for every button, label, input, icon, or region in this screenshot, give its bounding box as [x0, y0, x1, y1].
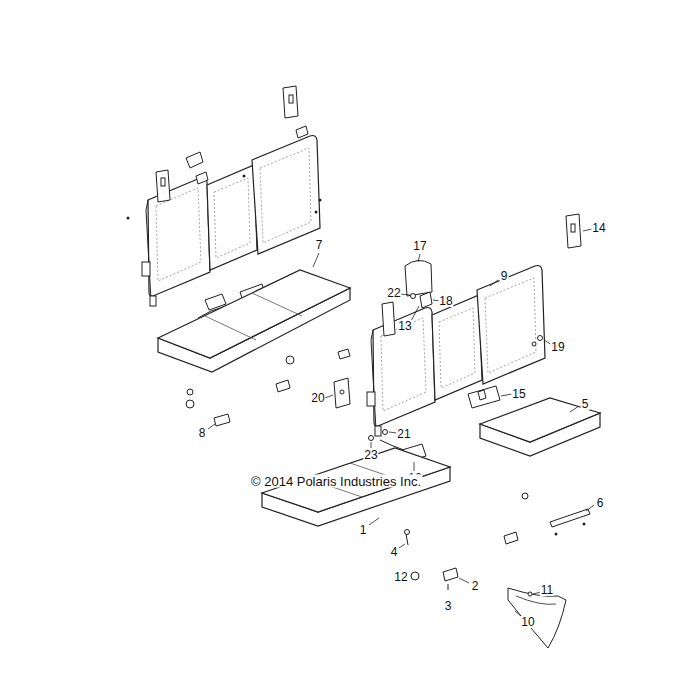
callout-number: 19	[550, 341, 565, 353]
rear-seat-assembly-part	[289, 95, 293, 103]
front-seat-assembly-part	[528, 592, 532, 596]
rear-seat-assembly-part	[338, 349, 350, 359]
callout-number: 11	[540, 584, 554, 596]
leader-line-part	[399, 544, 405, 548]
rear-seat-assembly-part	[286, 356, 294, 364]
front-seat-assembly-part	[550, 509, 590, 527]
callout-number: 20	[310, 392, 325, 404]
rear-seat-assembly-part	[186, 400, 194, 408]
callout-number: 10	[520, 616, 535, 628]
callout-number: 7	[315, 239, 324, 251]
callout-number: 13	[397, 320, 412, 332]
leader-line-part	[369, 518, 379, 525]
callout-number: 12	[393, 571, 408, 583]
rear-seat-assembly-part	[296, 126, 308, 138]
front-seat-assembly-part	[334, 378, 350, 408]
callout-number: 3	[444, 600, 453, 612]
leader-line-part	[371, 442, 372, 448]
rear-seat-assembly	[127, 86, 351, 426]
front-seat-assembly-part	[411, 572, 419, 580]
copyright-notice: © 2014 Polaris Industries Inc.	[250, 475, 422, 488]
front-seat-assembly-part	[405, 260, 432, 296]
front-seat-assembly-part	[583, 523, 586, 526]
callout-number: 22	[386, 287, 401, 299]
callout-number: 6	[596, 497, 605, 509]
leader-line-part	[570, 406, 579, 412]
leader-line	[208, 229, 594, 617]
callout-number: 18	[438, 295, 453, 307]
leader-line-part	[459, 578, 469, 583]
rear-seat-assembly-part	[187, 389, 193, 395]
callout-number: 1	[359, 524, 368, 536]
callout-number: 4	[390, 546, 399, 558]
front-seat-assembly-part	[516, 596, 556, 604]
callout-number: 23	[363, 449, 378, 461]
front-seat-assembly-part	[406, 534, 408, 545]
front-seat-assembly-part	[538, 336, 543, 341]
front-seat-assembly-part	[532, 342, 536, 346]
rear-seat-assembly-part	[205, 293, 302, 340]
leader-line-part	[490, 280, 498, 286]
front-seat-assembly-part	[405, 530, 410, 535]
front-seat-assembly-part	[383, 430, 388, 435]
rear-seat-assembly-part	[283, 86, 298, 118]
leader-line-part	[418, 254, 420, 262]
front-seat-assembly-part	[555, 533, 558, 536]
front-seat-assembly-part	[369, 436, 374, 441]
rear-seat-assembly-part	[158, 270, 350, 358]
front-seat-assembly-part	[571, 224, 575, 232]
front-seat-assembly-part	[443, 568, 458, 581]
front-seat-assembly-part	[420, 292, 432, 308]
rear-seat-assembly-part	[243, 175, 246, 178]
callout-number: 5	[581, 398, 590, 410]
rear-seat-assembly-part	[161, 178, 165, 186]
rear-seat-assembly-part	[214, 414, 230, 426]
callout-number: 14	[591, 222, 606, 234]
front-seat-assembly-part	[504, 532, 518, 544]
leader-line-part	[586, 505, 594, 511]
front-seat-assembly	[262, 214, 600, 648]
rear-seat-assembly-part	[127, 217, 130, 220]
front-seat-assembly-part	[468, 386, 500, 408]
rear-seat-assembly-part	[276, 380, 290, 392]
leader-line-part	[414, 462, 415, 471]
front-seat-assembly-part	[478, 390, 486, 400]
rear-seat-assembly-part	[186, 152, 203, 168]
front-seat-assembly-part	[480, 398, 600, 442]
rear-seat-assembly-part	[315, 211, 318, 214]
front-seat-assembly-part	[411, 294, 416, 299]
callout-number: 8	[198, 427, 207, 439]
callout-number: 2	[471, 580, 480, 592]
rear-seat-assembly-part	[156, 170, 170, 202]
leader-line-part	[411, 306, 419, 321]
leader-line-part	[325, 395, 333, 398]
callout-number: 15	[511, 388, 526, 400]
leader-line-part	[313, 253, 319, 267]
front-seat-assembly-part	[382, 302, 395, 336]
callout-number: 9	[500, 270, 509, 282]
front-seat-assembly-part	[508, 588, 566, 648]
front-seat-assembly-part	[340, 390, 344, 394]
leader-line-part	[208, 424, 215, 429]
callout-number: 17	[412, 240, 427, 252]
callout-number: 21	[396, 428, 411, 440]
rear-seat-assembly-part	[196, 172, 208, 184]
rear-seat-assembly-part	[319, 199, 322, 202]
front-seat-assembly-part	[522, 493, 528, 499]
front-seat-assembly-part	[448, 584, 449, 590]
front-seat-assembly-part	[566, 214, 581, 248]
